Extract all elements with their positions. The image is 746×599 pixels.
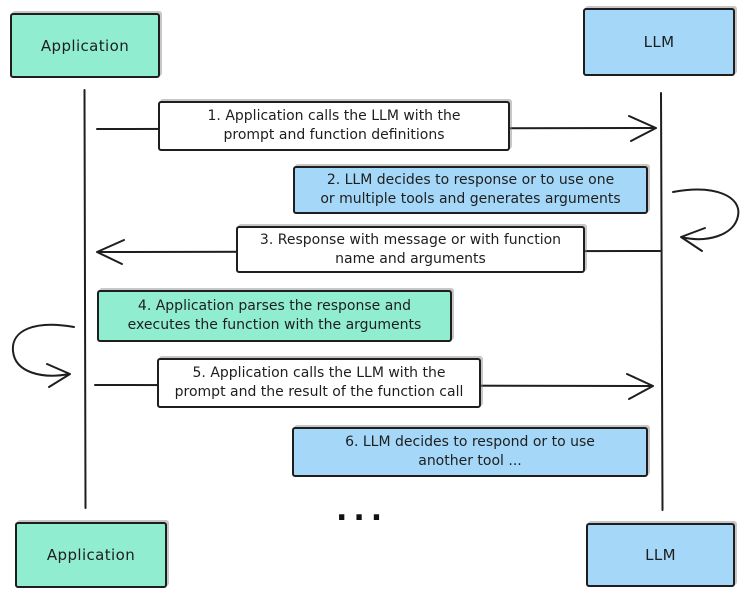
step-text-line: name and arguments [335, 250, 486, 267]
lifeline-llm [660, 92, 664, 511]
actor-label: LLM [643, 33, 675, 51]
step-1-message: 1. Application calls the LLM with the pr… [158, 101, 510, 151]
actor-label: Application [40, 36, 130, 55]
self-loop-application [11, 323, 75, 388]
step-text-line: another tool ... [418, 453, 522, 469]
actor-label: Application [46, 546, 136, 564]
step-text-line: or multiple tools and generates argument… [320, 191, 621, 207]
step-3-message: 3. Response with message or with functio… [236, 226, 585, 273]
actor-llm-top: LLM [583, 8, 735, 76]
step-text-line: 2. LLM decides to response or to use one [326, 172, 615, 188]
step-5-message: 5. Application calls the LLM with the pr… [157, 358, 481, 408]
actor-llm-bottom: LLM [586, 523, 735, 587]
step-text-line: 1. Application calls the LLM with the [207, 108, 461, 124]
continuation-ellipsis: ... [336, 493, 389, 528]
step-text-line: 3. Response with message or with functio… [259, 231, 562, 248]
step-4-note: 4. Application parses the response and e… [97, 290, 452, 342]
step-text-line: prompt and function definitions [223, 127, 445, 143]
step-text-line: prompt and the result of the function ca… [174, 384, 464, 400]
lifeline-application [83, 89, 87, 509]
self-loop-llm [672, 188, 740, 252]
actor-application-top: Application [10, 13, 160, 78]
step-text-line: 6. LLM decides to respond or to use [345, 434, 595, 450]
step-text-line: executes the function with the arguments [127, 317, 422, 333]
step-text-line: 5. Application calls the LLM with the [192, 365, 446, 381]
step-text-line: 4. Application parses the response and [137, 298, 412, 314]
step-2-note: 2. LLM decides to response or to use one… [293, 166, 648, 214]
step-6-note: 6. LLM decides to respond or to use anot… [292, 427, 648, 477]
actor-label: LLM [645, 546, 676, 564]
actor-application-bottom: Application [15, 522, 167, 588]
